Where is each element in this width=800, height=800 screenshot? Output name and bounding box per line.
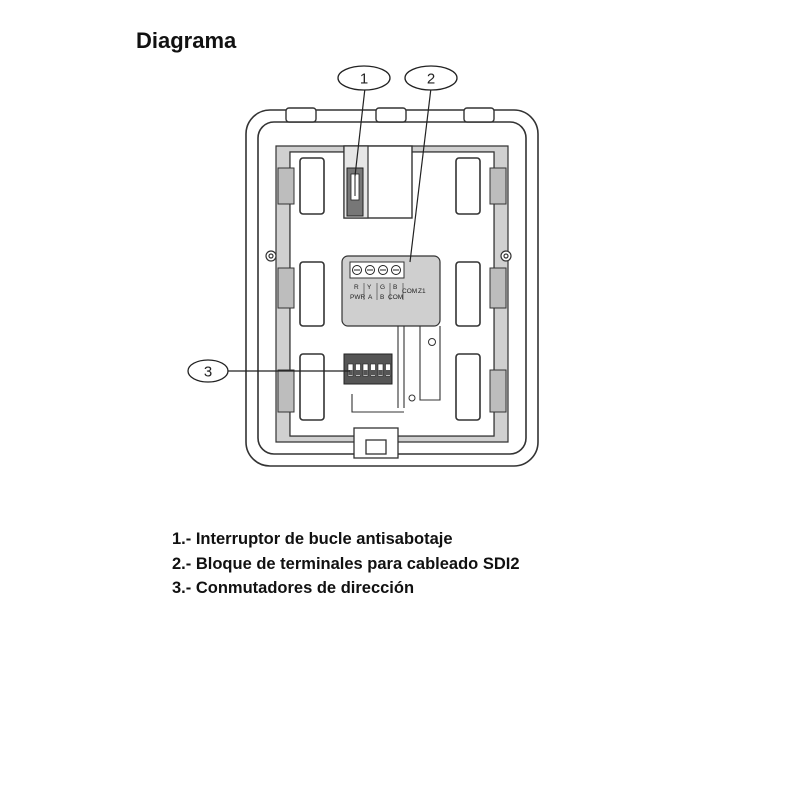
terminal-label-g: G — [380, 284, 385, 291]
callout-number: 1 — [360, 71, 368, 88]
board-channels — [351, 326, 441, 413]
page-title: Diagrama — [136, 28, 237, 53]
terminal-label-z1: Z1 — [418, 288, 426, 295]
terminal-label-a: A — [368, 294, 373, 301]
legend-list: 1.- Interruptor de bucle antisabotaje 2.… — [172, 527, 520, 601]
terminal-block: R Y G B PWR A B COM COM Z1 — [341, 255, 441, 327]
terminal-label-y: Y — [367, 284, 372, 291]
callout-3: 3 — [187, 359, 229, 383]
callout-2: 2 — [404, 65, 458, 91]
legend-item-3: 3.- Conmutadores de dirección — [172, 579, 415, 597]
callout-number: 2 — [427, 71, 435, 88]
terminal-label-pwr: PWR — [350, 294, 365, 301]
terminal-label-com: COM — [388, 294, 403, 301]
terminal-label-b: B — [393, 284, 397, 291]
legend-item-1: 1.- Interruptor de bucle antisabotaje — [172, 530, 453, 548]
legend-item-2: 2.- Bloque de terminales para cableado S… — [172, 554, 520, 573]
terminal-screws — [352, 265, 401, 275]
screw-holes — [265, 250, 512, 262]
callout-leaders — [226, 87, 432, 372]
terminal-label-com-z1: COM — [402, 288, 417, 295]
tamper-switch — [343, 145, 413, 219]
small-screw — [428, 338, 436, 346]
cable-entry — [353, 427, 399, 459]
address-switches — [343, 353, 393, 385]
small-screw — [408, 394, 416, 402]
callout-1: 1 — [337, 65, 391, 91]
callout-number: 3 — [204, 364, 212, 381]
terminal-label-b2: B — [380, 294, 384, 301]
top-clips — [285, 107, 495, 123]
terminal-label-r: R — [354, 284, 359, 291]
